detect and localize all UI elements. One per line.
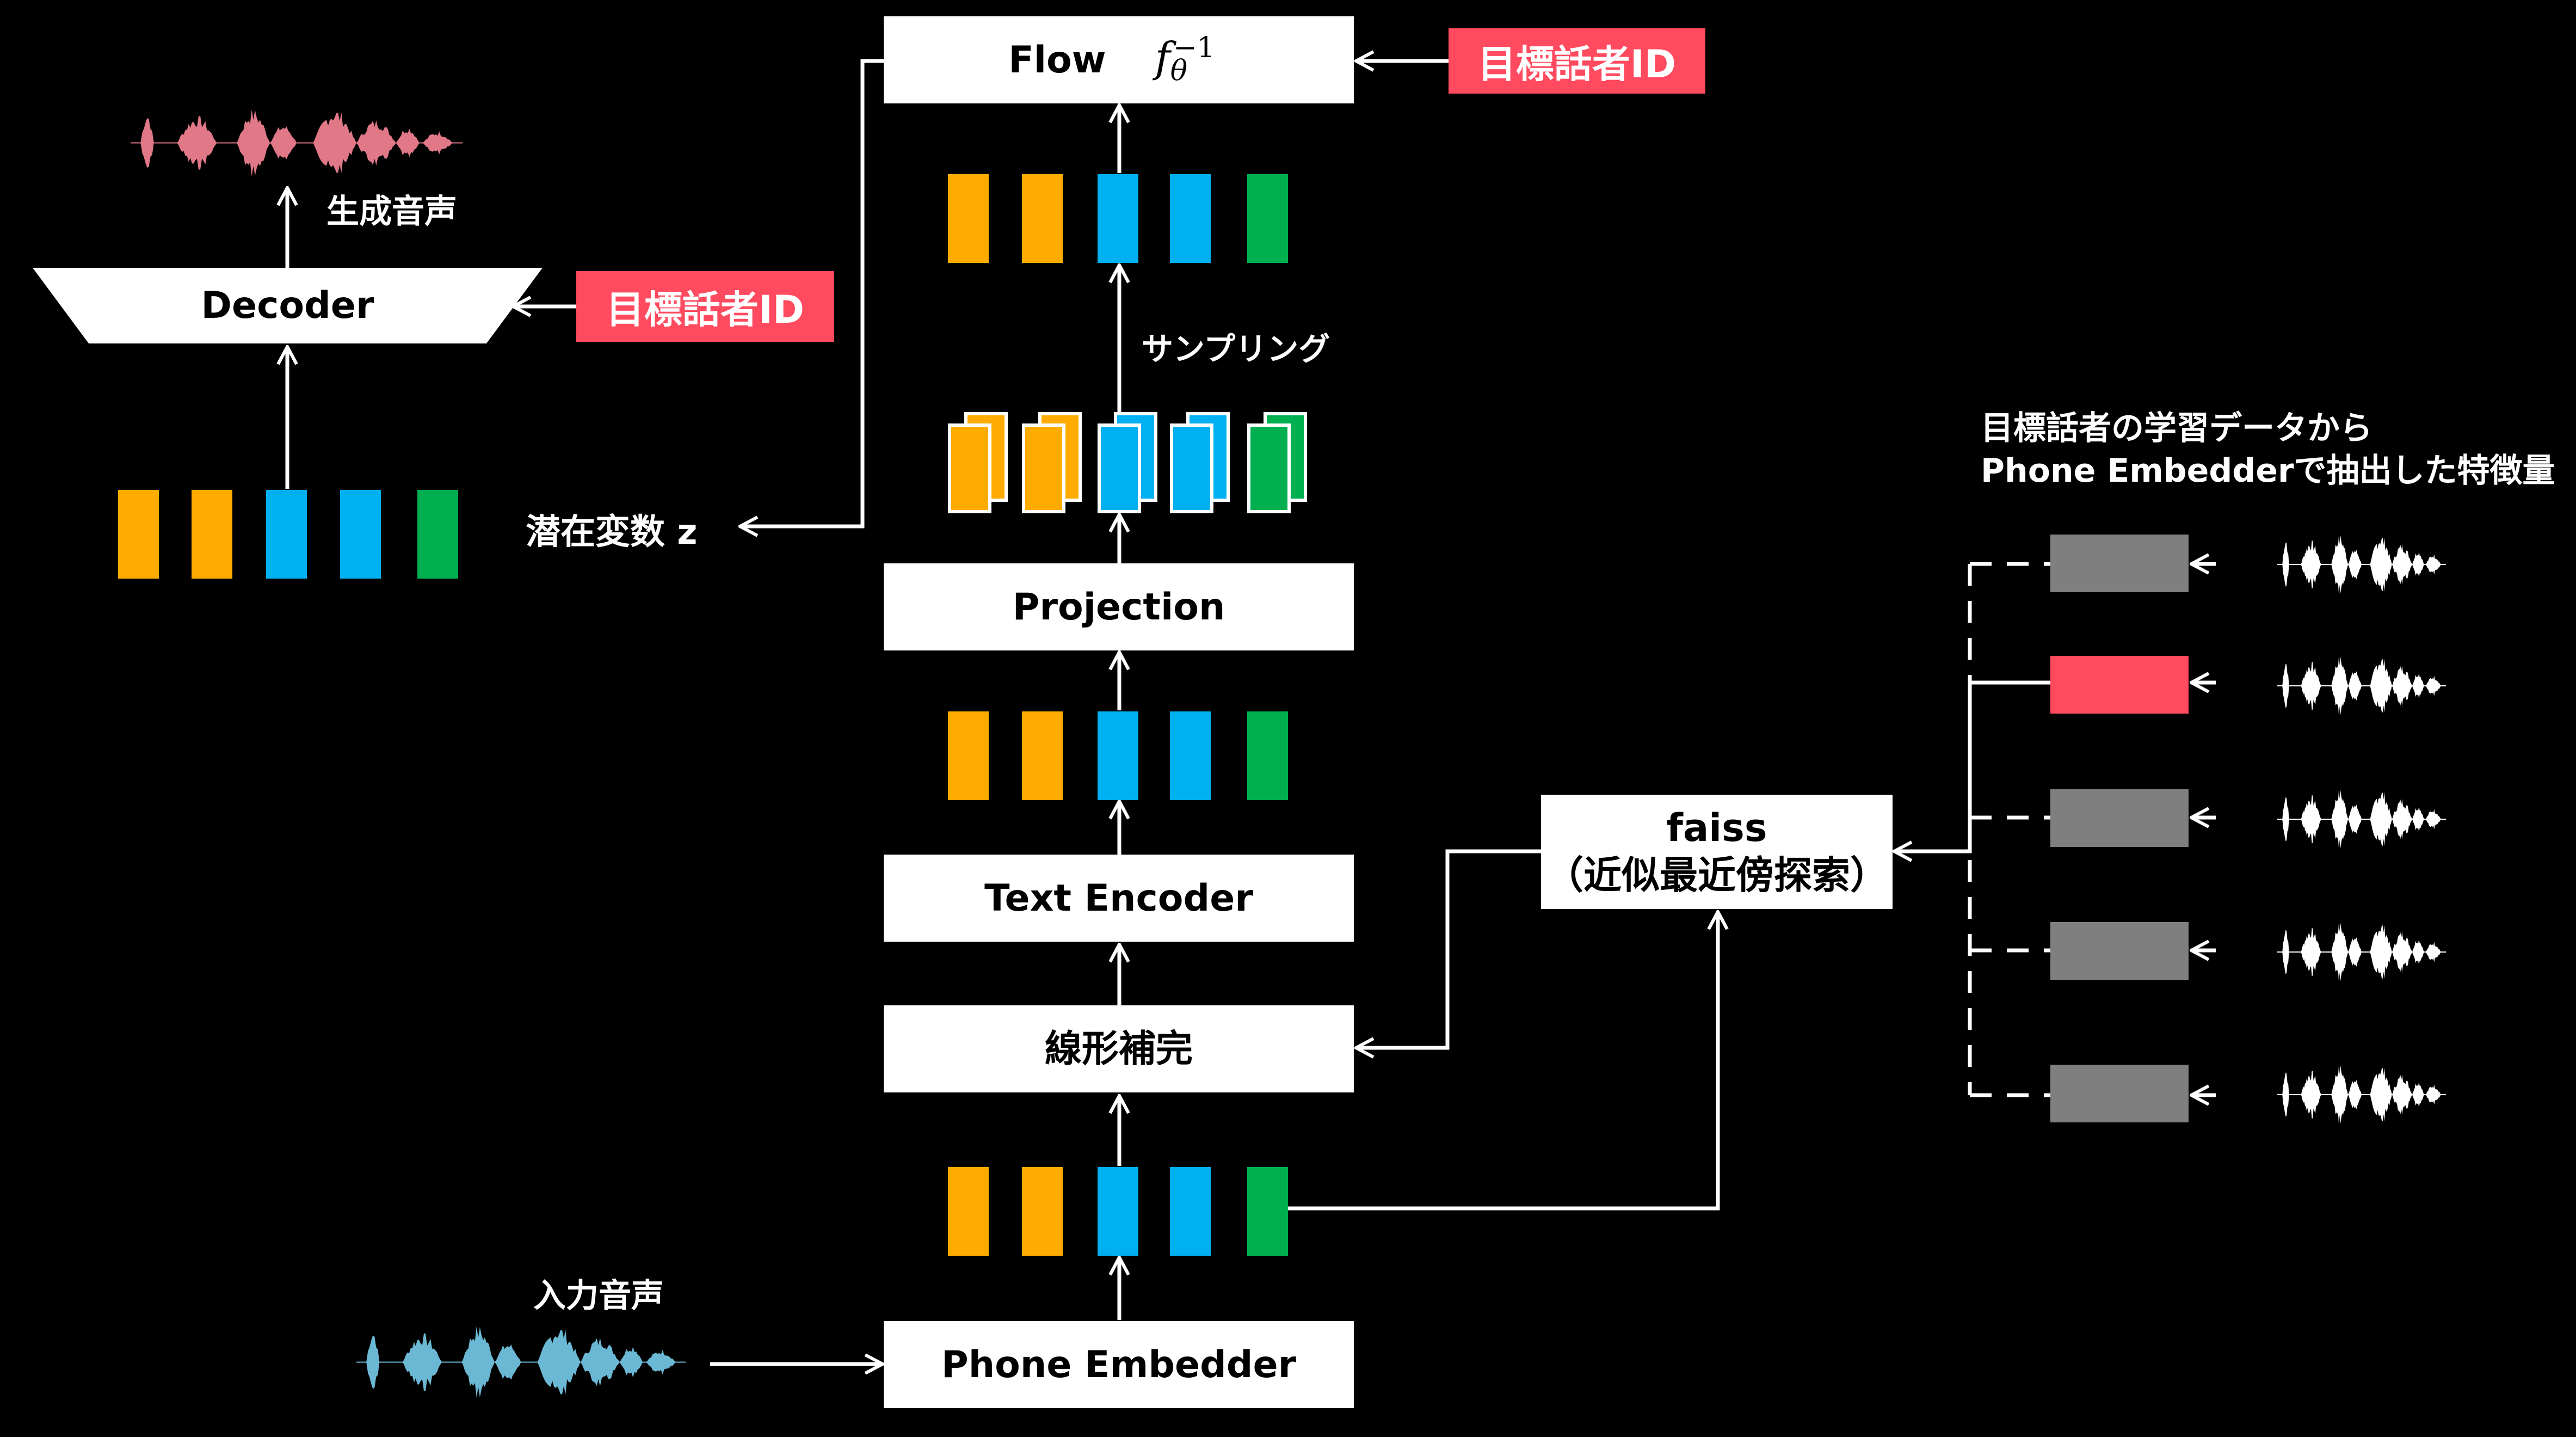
arrow-flow-to-latent [740, 59, 884, 526]
linear-interpolation-box: 線形補完 [884, 1005, 1354, 1092]
decoder-label: Decoder [201, 284, 374, 327]
input-audio-label: 入力音声 [533, 1277, 664, 1315]
feature-vector [948, 1167, 989, 1256]
flow-label: Flow [1008, 38, 1106, 82]
feature-vector [1098, 711, 1138, 800]
feature-vector [1170, 1167, 1211, 1256]
waveform-envelope [131, 109, 463, 176]
feature-vector [192, 490, 232, 579]
target-features-caption-line1: 目標話者の学習データから [1981, 409, 2372, 447]
arrow-feat-to-faiss [1287, 912, 1718, 1211]
feature-vector [118, 490, 159, 579]
flow-formula: fθ−1 [1155, 30, 1229, 89]
target-audio-waveform [2277, 656, 2446, 716]
feature-vector [1170, 423, 1213, 513]
phone-embedder-box: Phone Embedder [884, 1321, 1354, 1408]
speaker-id-badge-flow: 目標話者ID [1449, 28, 1705, 94]
target-audio-waveform [2277, 1065, 2446, 1125]
faiss-label: faiss [1666, 805, 1767, 850]
speaker-id-badge-decoder: 目標話者ID [576, 271, 834, 342]
arrow-selected-to-faiss [1894, 680, 2050, 851]
faiss-sublabel: （近似最近傍探索） [1545, 853, 1888, 898]
generated-audio-label: 生成音声 [326, 193, 457, 231]
input-audio-waveform [356, 1326, 686, 1398]
feature-vector [1098, 423, 1141, 513]
feature-vector [1170, 174, 1211, 263]
waveform-envelope [2277, 535, 2446, 594]
faiss-box: faiss （近似最近傍探索） [1541, 795, 1893, 909]
feature-vector [1022, 423, 1065, 513]
feature-vector [1247, 1167, 1288, 1256]
feature-vector [417, 490, 458, 579]
feature-vector [340, 490, 381, 579]
target-feature [2050, 789, 2189, 847]
feature-vector [1098, 174, 1138, 263]
waveform-envelope [356, 1326, 686, 1398]
flow-box: Flow fθ−1 [884, 16, 1354, 103]
formula-sub: θ [1170, 54, 1188, 88]
feature-vector [1098, 1167, 1138, 1256]
target-feature [2050, 1065, 2189, 1122]
feature-vector [266, 490, 307, 579]
generated-audio-waveform [131, 109, 463, 176]
feature-vector [1022, 174, 1063, 263]
feature-vector [948, 711, 989, 800]
target-feature [2050, 922, 2189, 980]
waveform-envelope [2277, 1065, 2446, 1125]
target-feature [2050, 535, 2189, 592]
feature-vector [948, 174, 989, 263]
text-encoder-box: Text Encoder [884, 855, 1354, 942]
target-features-caption-line2: Phone Embedderで抽出した特徴量 [1981, 452, 2555, 490]
target-audio-waveform [2277, 535, 2446, 594]
formula-sup: −1 [1173, 32, 1215, 65]
target-audio-waveform [2277, 789, 2446, 849]
arrow-faiss-to-interp [1356, 849, 1541, 1048]
target-feature-selected [2050, 656, 2189, 714]
decoder-box: Decoder [33, 268, 543, 343]
feature-vector [1022, 1167, 1063, 1256]
feature-vector [1247, 174, 1288, 263]
feature-vector [1170, 711, 1211, 800]
feature-vector [1247, 423, 1291, 513]
formula-base: f [1155, 33, 1170, 82]
feature-vector [948, 423, 991, 513]
feature-vector [1022, 711, 1063, 800]
projection-box: Projection [884, 563, 1354, 650]
waveform-envelope [2277, 656, 2446, 716]
feature-vector [1247, 711, 1288, 800]
latent-z-label: 潜在変数 z [526, 512, 698, 552]
sampling-label: サンプリング [1142, 330, 1330, 367]
target-audio-waveform [2277, 922, 2446, 982]
waveform-envelope [2277, 922, 2446, 982]
waveform-envelope [2277, 789, 2446, 849]
